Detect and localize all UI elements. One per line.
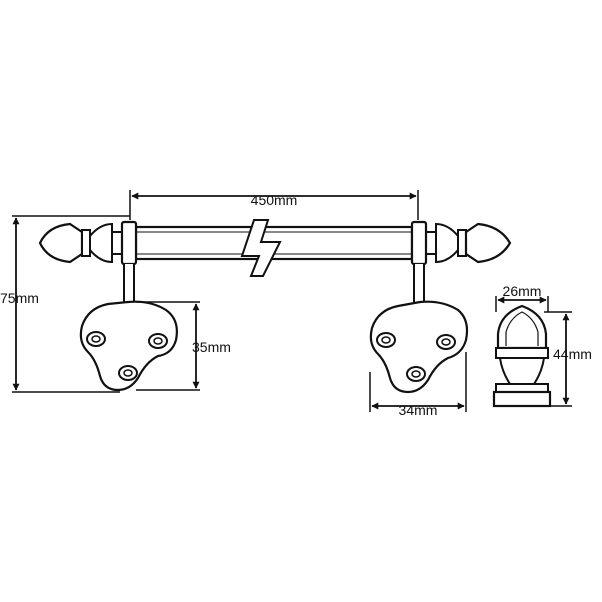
dim-label-bracket-width: 34mm bbox=[399, 402, 438, 418]
right-finial bbox=[425, 222, 512, 264]
dimension-bracket-width: 34mm bbox=[369, 352, 467, 418]
dim-label-overall-height: 75mm bbox=[0, 290, 39, 306]
dim-label-finial-width: 26mm bbox=[503, 283, 542, 299]
dimension-overall-height: 75mm bbox=[0, 215, 130, 393]
dimension-finial-width: 26mm bbox=[495, 283, 549, 312]
dimension-bracket-height: 35mm bbox=[136, 301, 231, 391]
rod bbox=[134, 219, 414, 277]
left-bracket bbox=[79, 220, 178, 392]
dim-label-bracket-height: 35mm bbox=[192, 339, 231, 355]
finial-detail bbox=[492, 304, 552, 408]
left-finial bbox=[38, 222, 123, 264]
dimension-rod-length: 450mm bbox=[129, 190, 419, 220]
break-symbol bbox=[240, 219, 282, 277]
dim-label-finial-height: 44mm bbox=[553, 346, 592, 362]
right-bracket bbox=[369, 220, 469, 394]
dim-label-rod-length: 450mm bbox=[251, 192, 298, 208]
dimension-finial-height: 44mm bbox=[544, 311, 592, 407]
